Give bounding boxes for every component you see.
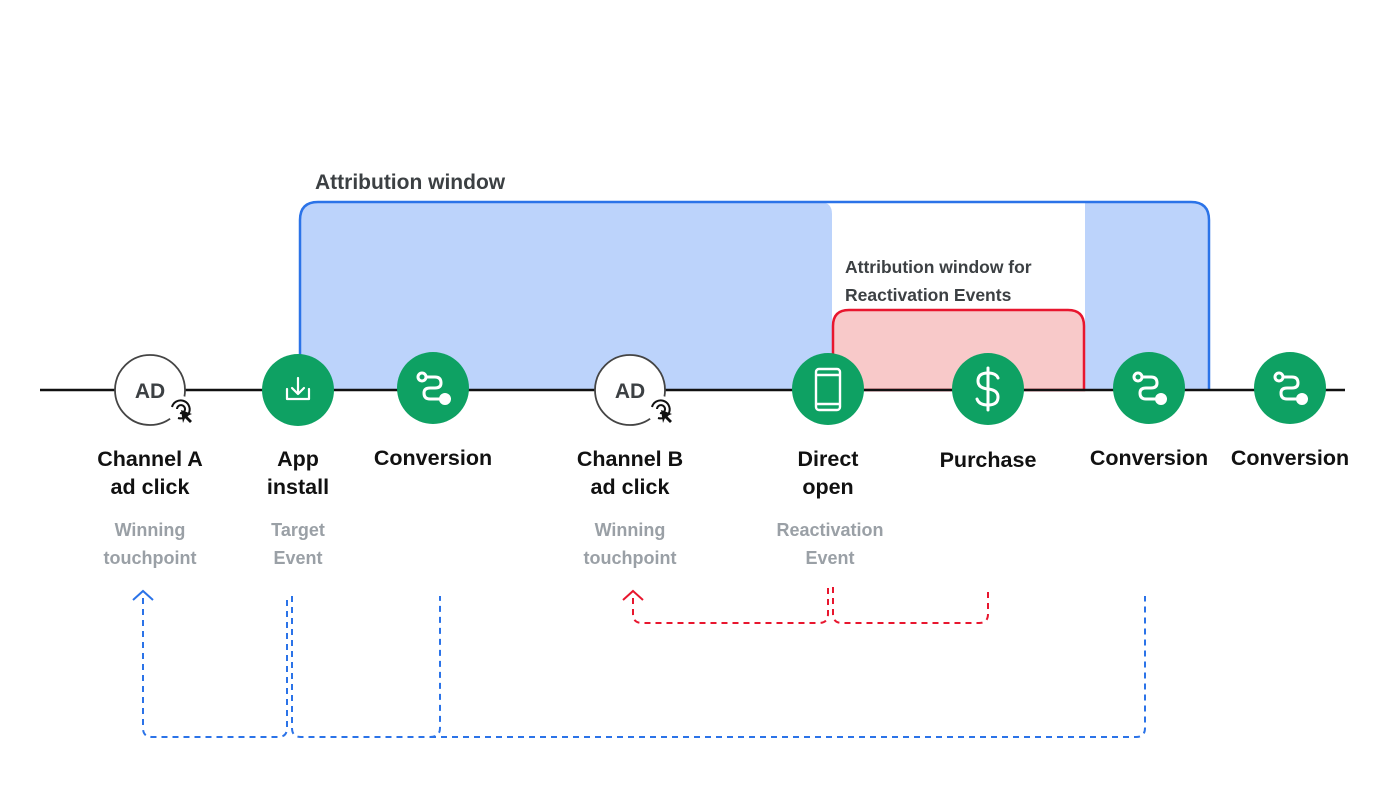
- ad-badge: AD: [615, 380, 645, 403]
- dollar-icon: [975, 366, 1000, 412]
- node-label: Conversion: [374, 446, 492, 470]
- red-reactivation-arrows: [632, 587, 989, 624]
- conversion-route-icon: [1132, 371, 1167, 405]
- blue-attribution-arrows: [142, 596, 1146, 738]
- node-sublabel: Reactivation: [776, 520, 883, 540]
- node-label: Purchase: [940, 448, 1037, 472]
- node-sublabel: Winning: [115, 520, 186, 540]
- cursor-click-icon: [647, 396, 675, 424]
- node-label: App: [277, 447, 319, 471]
- arrowhead-up-icon: [132, 589, 154, 601]
- attribution-window-fill-right: [1085, 202, 1209, 390]
- node-sublabel: Event: [273, 548, 322, 568]
- reactivation-window-title-line1: Attribution window for: [845, 257, 1032, 277]
- smartphone-icon: [814, 367, 842, 412]
- download-icon: [285, 376, 311, 401]
- reactivation-window-title-line2: Reactivation Events: [845, 285, 1012, 305]
- conversion-route-icon: [416, 371, 451, 405]
- node-channel-b-ad-click: AD: [594, 354, 675, 426]
- attribution-window-title: Attribution window: [315, 171, 506, 194]
- reactivation-window: [831, 308, 1086, 392]
- node-label: Direct: [798, 447, 859, 471]
- node-conversion-3: [1254, 352, 1326, 424]
- node-label: Channel A: [97, 447, 203, 471]
- node-app-install: [262, 354, 334, 426]
- node-purchase: [952, 353, 1024, 425]
- arrowhead-up-icon: [622, 589, 644, 601]
- node-conversion-2: [1113, 352, 1185, 424]
- cursor-click-icon: [167, 396, 195, 424]
- attribution-window-border: [298, 200, 1211, 390]
- node-direct-open: [792, 353, 864, 425]
- node-label: Conversion: [1090, 446, 1208, 470]
- conversion-route-icon: [1273, 371, 1308, 405]
- reactivation-window-box: [831, 308, 1086, 392]
- node-label: open: [802, 475, 853, 499]
- node-label: install: [267, 475, 329, 499]
- node-label: Conversion: [1231, 446, 1349, 470]
- node-channel-a-ad-click: AD: [114, 354, 195, 426]
- node-sublabel: touchpoint: [584, 548, 677, 568]
- node-sublabel: Target: [271, 520, 325, 540]
- node-sublabel: Event: [805, 548, 854, 568]
- attribution-window-fill-left: [300, 202, 832, 390]
- node-label: ad click: [111, 475, 190, 499]
- attribution-window: [298, 200, 1211, 390]
- node-label: ad click: [591, 475, 670, 499]
- node-label: Channel B: [577, 447, 683, 471]
- node-sublabel: touchpoint: [104, 548, 197, 568]
- node-conversion-1: [397, 352, 469, 424]
- ad-badge: AD: [135, 380, 165, 403]
- node-sublabel: Winning: [595, 520, 666, 540]
